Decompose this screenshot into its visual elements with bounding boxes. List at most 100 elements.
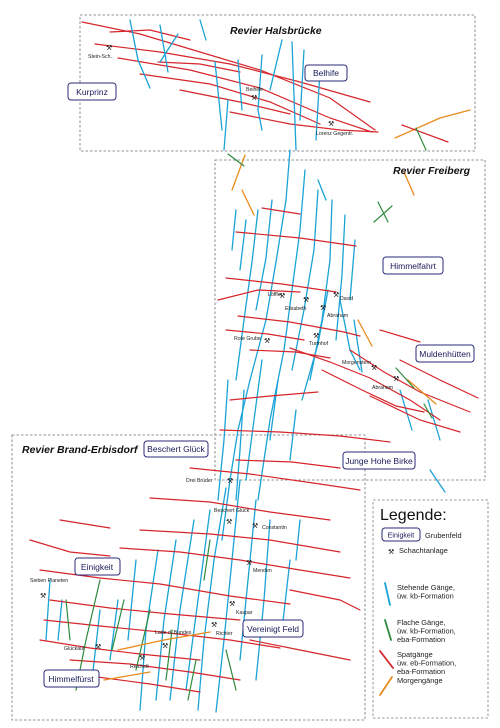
- shaft-lorenz-gegentr[interactable]: ⚒ Lorenz Gegentr.: [316, 120, 353, 137]
- shaft-turmhof[interactable]: ⚒ Turmhof: [309, 332, 329, 347]
- shaft-icon: ⚒: [320, 304, 326, 312]
- vein-stehende: [45, 579, 51, 641]
- shaft-icon: ⚒: [40, 592, 46, 600]
- shaft-sieben-planeten[interactable]: ⚒ Sieben Planeten: [30, 578, 68, 600]
- shaft-abraham-freiberg[interactable]: ⚒ Abraham: [320, 304, 348, 319]
- vein-stehende: [129, 19, 151, 89]
- vein-flache: [203, 539, 211, 581]
- vein-spat: [189, 467, 361, 491]
- shaft-beihilfe[interactable]: ⚒ Beihilfe: [246, 87, 263, 102]
- vein-stehende: [289, 409, 297, 461]
- vein-spat: [235, 459, 341, 469]
- field-beschert-glueck[interactable]: Beschert Glück: [143, 440, 209, 458]
- vein-stehende: [281, 559, 291, 631]
- vein-spat: [369, 395, 461, 433]
- shaft-icon: ⚒: [246, 559, 252, 567]
- svg-text:David: David: [340, 296, 353, 302]
- vein-stehende: [255, 199, 273, 311]
- shaft-icon: ⚒: [251, 94, 257, 102]
- vein-stehende: [399, 389, 413, 431]
- shaft-kaspar[interactable]: ⚒ Kaspar: [229, 600, 253, 616]
- vein-spat: [401, 124, 449, 143]
- field-himmelfuerst[interactable]: Himmelfürst: [43, 669, 100, 688]
- svg-text:Morgenstern: Morgenstern: [342, 360, 371, 366]
- vein-spat: [81, 21, 376, 131]
- svg-text:Beihilfe: Beihilfe: [246, 87, 263, 93]
- shaft-icon: ⚒: [303, 296, 309, 304]
- svg-text:Stein-Sch.: Stein-Sch.: [88, 54, 112, 60]
- shaft-glueckauf[interactable]: ⚒ Glückauf: [64, 643, 101, 652]
- vein-spat: [399, 359, 479, 399]
- shaft-icon: ⚒: [328, 120, 334, 128]
- svg-text:Junge Hohe Birke: Junge Hohe Birke: [345, 456, 413, 466]
- shaft-loeffler[interactable]: ⚒ Löffler: [268, 292, 285, 300]
- vein-spat: [261, 207, 301, 215]
- vein-network: [29, 19, 479, 713]
- shaft-icon: ⚒: [226, 518, 232, 526]
- svg-text:Lorenz Gegentr.: Lorenz Gegentr.: [316, 131, 353, 137]
- shaft-richter[interactable]: ⚒ Richter: [211, 621, 233, 637]
- vein-flache: [227, 153, 245, 167]
- vein-stehende: [269, 379, 279, 441]
- legend-shaft: ⚒ Schachtanlage: [388, 546, 448, 556]
- shaft-constantin[interactable]: ⚒ Constantin: [252, 522, 287, 531]
- svg-text:Abraham: Abraham: [372, 385, 393, 391]
- vein-stehende: [214, 61, 223, 131]
- vein-stehende: [269, 39, 283, 91]
- svg-text:Beschert Glück: Beschert Glück: [214, 508, 250, 514]
- svg-text:Richter: Richter: [216, 631, 233, 637]
- field-belhife[interactable]: Belhife: [304, 64, 348, 82]
- svg-text:Turmhof: Turmhof: [309, 341, 329, 347]
- shaft-stein-sch[interactable]: ⚒ Stein-Sch.: [88, 44, 112, 60]
- vein-stehende: [231, 209, 237, 251]
- shaft-beschert-glueck[interactable]: ⚒ Beschert Glück: [214, 508, 250, 526]
- vein-stehende: [57, 599, 63, 641]
- field-junge-hohe-birke[interactable]: Junge Hohe Birke: [342, 451, 416, 470]
- shaft-david[interactable]: ⚒ David: [333, 291, 353, 302]
- legend-title: Legende:: [380, 507, 447, 524]
- shaft-icon: ⚒: [139, 654, 145, 662]
- shaft-icon: ⚒: [95, 643, 101, 651]
- shaft-icon: ⚒: [211, 621, 217, 629]
- shaft-layer: ⚒ Stein-Sch. ⚒ Beihilfe ⚒ Lorenz Gegentr…: [30, 44, 399, 670]
- svg-text:Kurprinz: Kurprinz: [76, 87, 108, 97]
- shaft-rote-grube[interactable]: ⚒ Rote Grube: [234, 336, 270, 345]
- shaft-morgenstern[interactable]: ⚒ Morgenstern: [342, 360, 377, 372]
- svg-text:Schachtanlage: Schachtanlage: [399, 546, 448, 555]
- vein-stehende: [127, 559, 137, 641]
- region-title-brand-erbisdorf: Revier Brand-Erbisdorf: [22, 444, 139, 456]
- shaft-icon: ⚒: [279, 292, 285, 300]
- vein-spat: [49, 599, 241, 621]
- svg-text:Morgengänge: Morgengänge: [397, 676, 443, 685]
- vein-stehende: [199, 19, 207, 41]
- svg-text:Einigkeit: Einigkeit: [388, 533, 415, 540]
- shaft-elisabeth[interactable]: ⚒ Elisabeth: [285, 296, 309, 312]
- svg-text:Löffler: Löffler: [268, 292, 283, 298]
- region-title-halsbruecke: Revier Halsbrücke: [230, 25, 322, 37]
- shaft-menden[interactable]: ⚒ Menden: [246, 559, 272, 574]
- field-kurprinz[interactable]: Kurprinz: [67, 82, 117, 101]
- vein-spat: [139, 529, 341, 553]
- vein-stehende: [301, 289, 329, 401]
- field-einigkeit[interactable]: Einigkeit: [74, 557, 121, 576]
- vein-stehende: [295, 519, 301, 561]
- vein-spat: [59, 519, 111, 529]
- field-vereinigt-feld[interactable]: Vereinigt Feld: [242, 619, 304, 638]
- shaft-abraham-mulden[interactable]: ⚒ Abraham: [372, 375, 399, 391]
- vein-spat: [321, 369, 425, 413]
- legend: Legende: Einigkeit Grubenfeld ⚒ Schachta…: [372, 499, 489, 719]
- shaft-icon: ⚒: [227, 477, 233, 485]
- field-muldenhuetten[interactable]: Muldenhütten: [415, 344, 475, 363]
- field-himmelfahrt[interactable]: Himmelfahrt: [382, 256, 444, 275]
- vein-spat: [237, 315, 361, 337]
- vein-spat: [157, 61, 241, 73]
- shaft-drei-brueder[interactable]: ⚒ Drei Brüder: [186, 477, 233, 485]
- vein-morgen: [103, 671, 151, 681]
- shaft-reichelt[interactable]: ⚒ Reichelt: [130, 654, 149, 670]
- shaft-lade-d-bundes[interactable]: ⚒ Lade d. Bundes: [155, 630, 192, 650]
- vein-stehende: [235, 209, 259, 381]
- vein-stehende: [239, 219, 247, 271]
- svg-text:Abraham: Abraham: [327, 313, 348, 319]
- vein-spat: [43, 619, 281, 649]
